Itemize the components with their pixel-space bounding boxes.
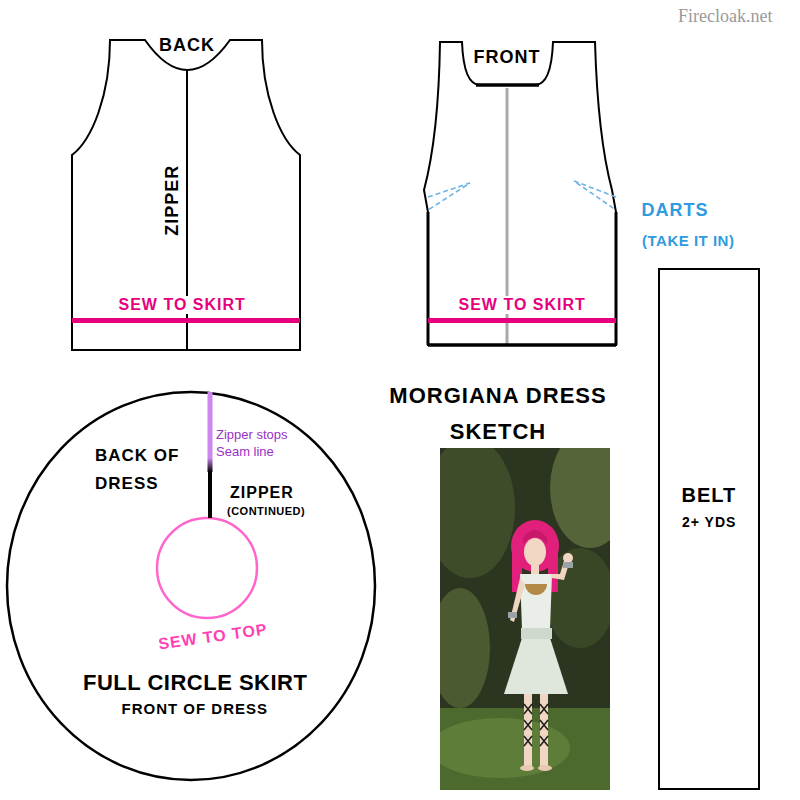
zipper-label: ZIPPER xyxy=(230,484,294,502)
dart-note: DARTS xyxy=(642,200,709,221)
seam-label: SEW TO SKIRT xyxy=(456,296,589,314)
area-label: FRONT OF DRESS xyxy=(122,700,269,717)
zipper-note: (CONTINUED) xyxy=(227,505,305,518)
piece-title: BELT xyxy=(682,484,737,507)
piece-title: FRONT xyxy=(474,47,541,68)
bodice-front-piece: FRONT SEW TO SKIRT xyxy=(420,30,620,352)
piece-title: BACK xyxy=(159,35,215,56)
seam-label: SEW TO SKIRT xyxy=(116,296,249,314)
belt-piece: BELT 2+ YDS xyxy=(658,268,760,790)
bodice-back-piece: BACK ZIPPER SEW TO SKIRT xyxy=(70,30,304,352)
zipper-note: Zipper stops Seam line xyxy=(216,426,296,460)
zipper-label: ZIPPER xyxy=(162,164,183,235)
piece-outline xyxy=(5,390,379,784)
watermark: Firecloak.net xyxy=(678,6,772,27)
photo-caption: MORGIANA DRESS SKETCH xyxy=(367,378,629,450)
dart-note: (TAKE IT IN) xyxy=(642,232,734,249)
cosplay-photo xyxy=(440,448,610,790)
piece-title: FULL CIRCLE SKIRT xyxy=(83,670,307,695)
length-note: 2+ YDS xyxy=(682,514,736,530)
area-label: BACK OF DRESS xyxy=(95,442,200,498)
circle-skirt-piece: BACK OF DRESS Zipper stops Seam lineZIPPE… xyxy=(5,390,379,784)
